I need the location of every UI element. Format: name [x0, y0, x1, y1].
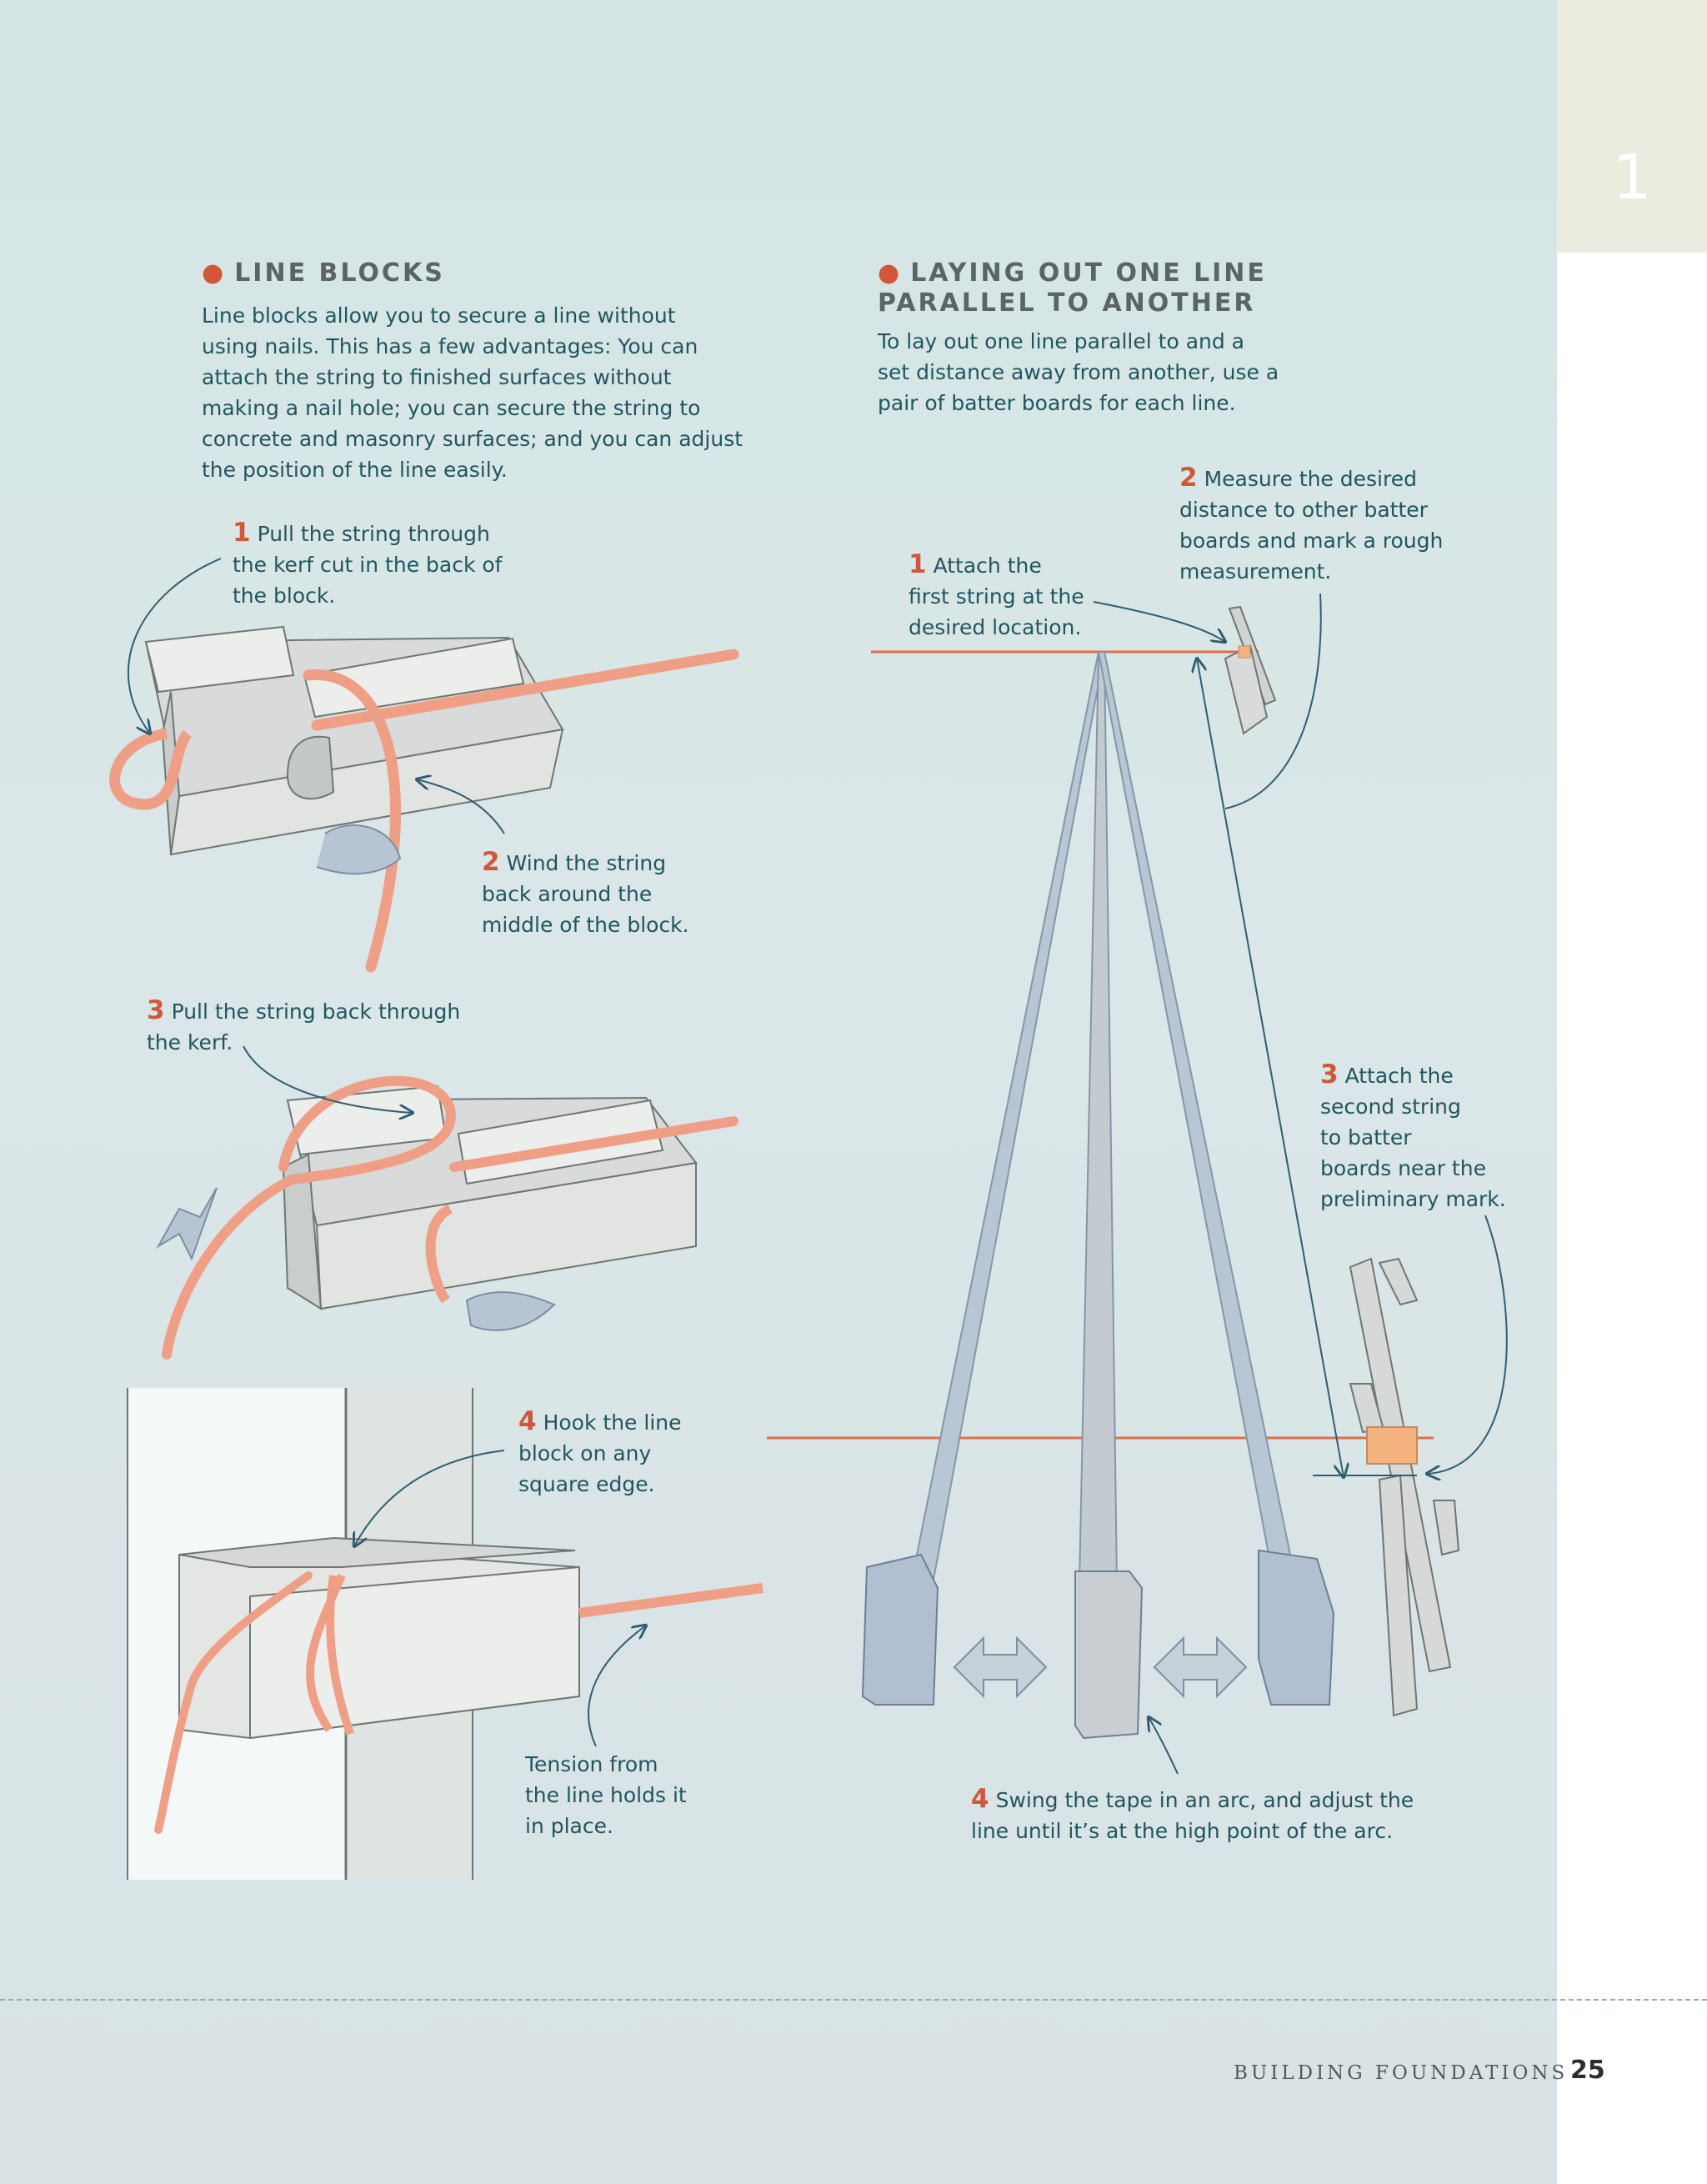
line-block-step-4-illustration: [127, 1388, 763, 1880]
batter-board-top: [1224, 605, 1277, 735]
parallel-line-body: To lay out one line parallel to and a se…: [878, 329, 1279, 415]
tape-measure-center: [1074, 1570, 1144, 1740]
line-block-step-3-illustration: [156, 1075, 738, 1360]
tape-measure-right: [1258, 1549, 1335, 1706]
batter-board-bottom: [1349, 1257, 1460, 1717]
line-blocks-heading: ●LINE BLOCKS: [202, 258, 445, 288]
chapter-tab: [1557, 0, 1707, 253]
line-blocks-body: Line blocks allow you to secure a line w…: [202, 303, 743, 482]
chapter-number: 1: [1612, 142, 1652, 213]
footer-divider: [0, 1999, 1707, 2001]
line-block-step-1-2-illustration: [109, 625, 739, 973]
footer-section-title: BUILDING FOUNDATIONS: [1234, 2062, 1569, 2084]
tape-measure-left: [861, 1553, 939, 1706]
heading-bullet-icon: ●: [878, 258, 903, 288]
page-number: 25: [1570, 2056, 1605, 2085]
tension-note-caption: Tension from the line holds it in place.: [525, 1752, 687, 1838]
parallel-line-heading: ●LAYING OUT ONE LINE PARALLEL TO ANOTHER: [878, 258, 1267, 318]
heading-bullet-icon: ●: [202, 258, 227, 288]
